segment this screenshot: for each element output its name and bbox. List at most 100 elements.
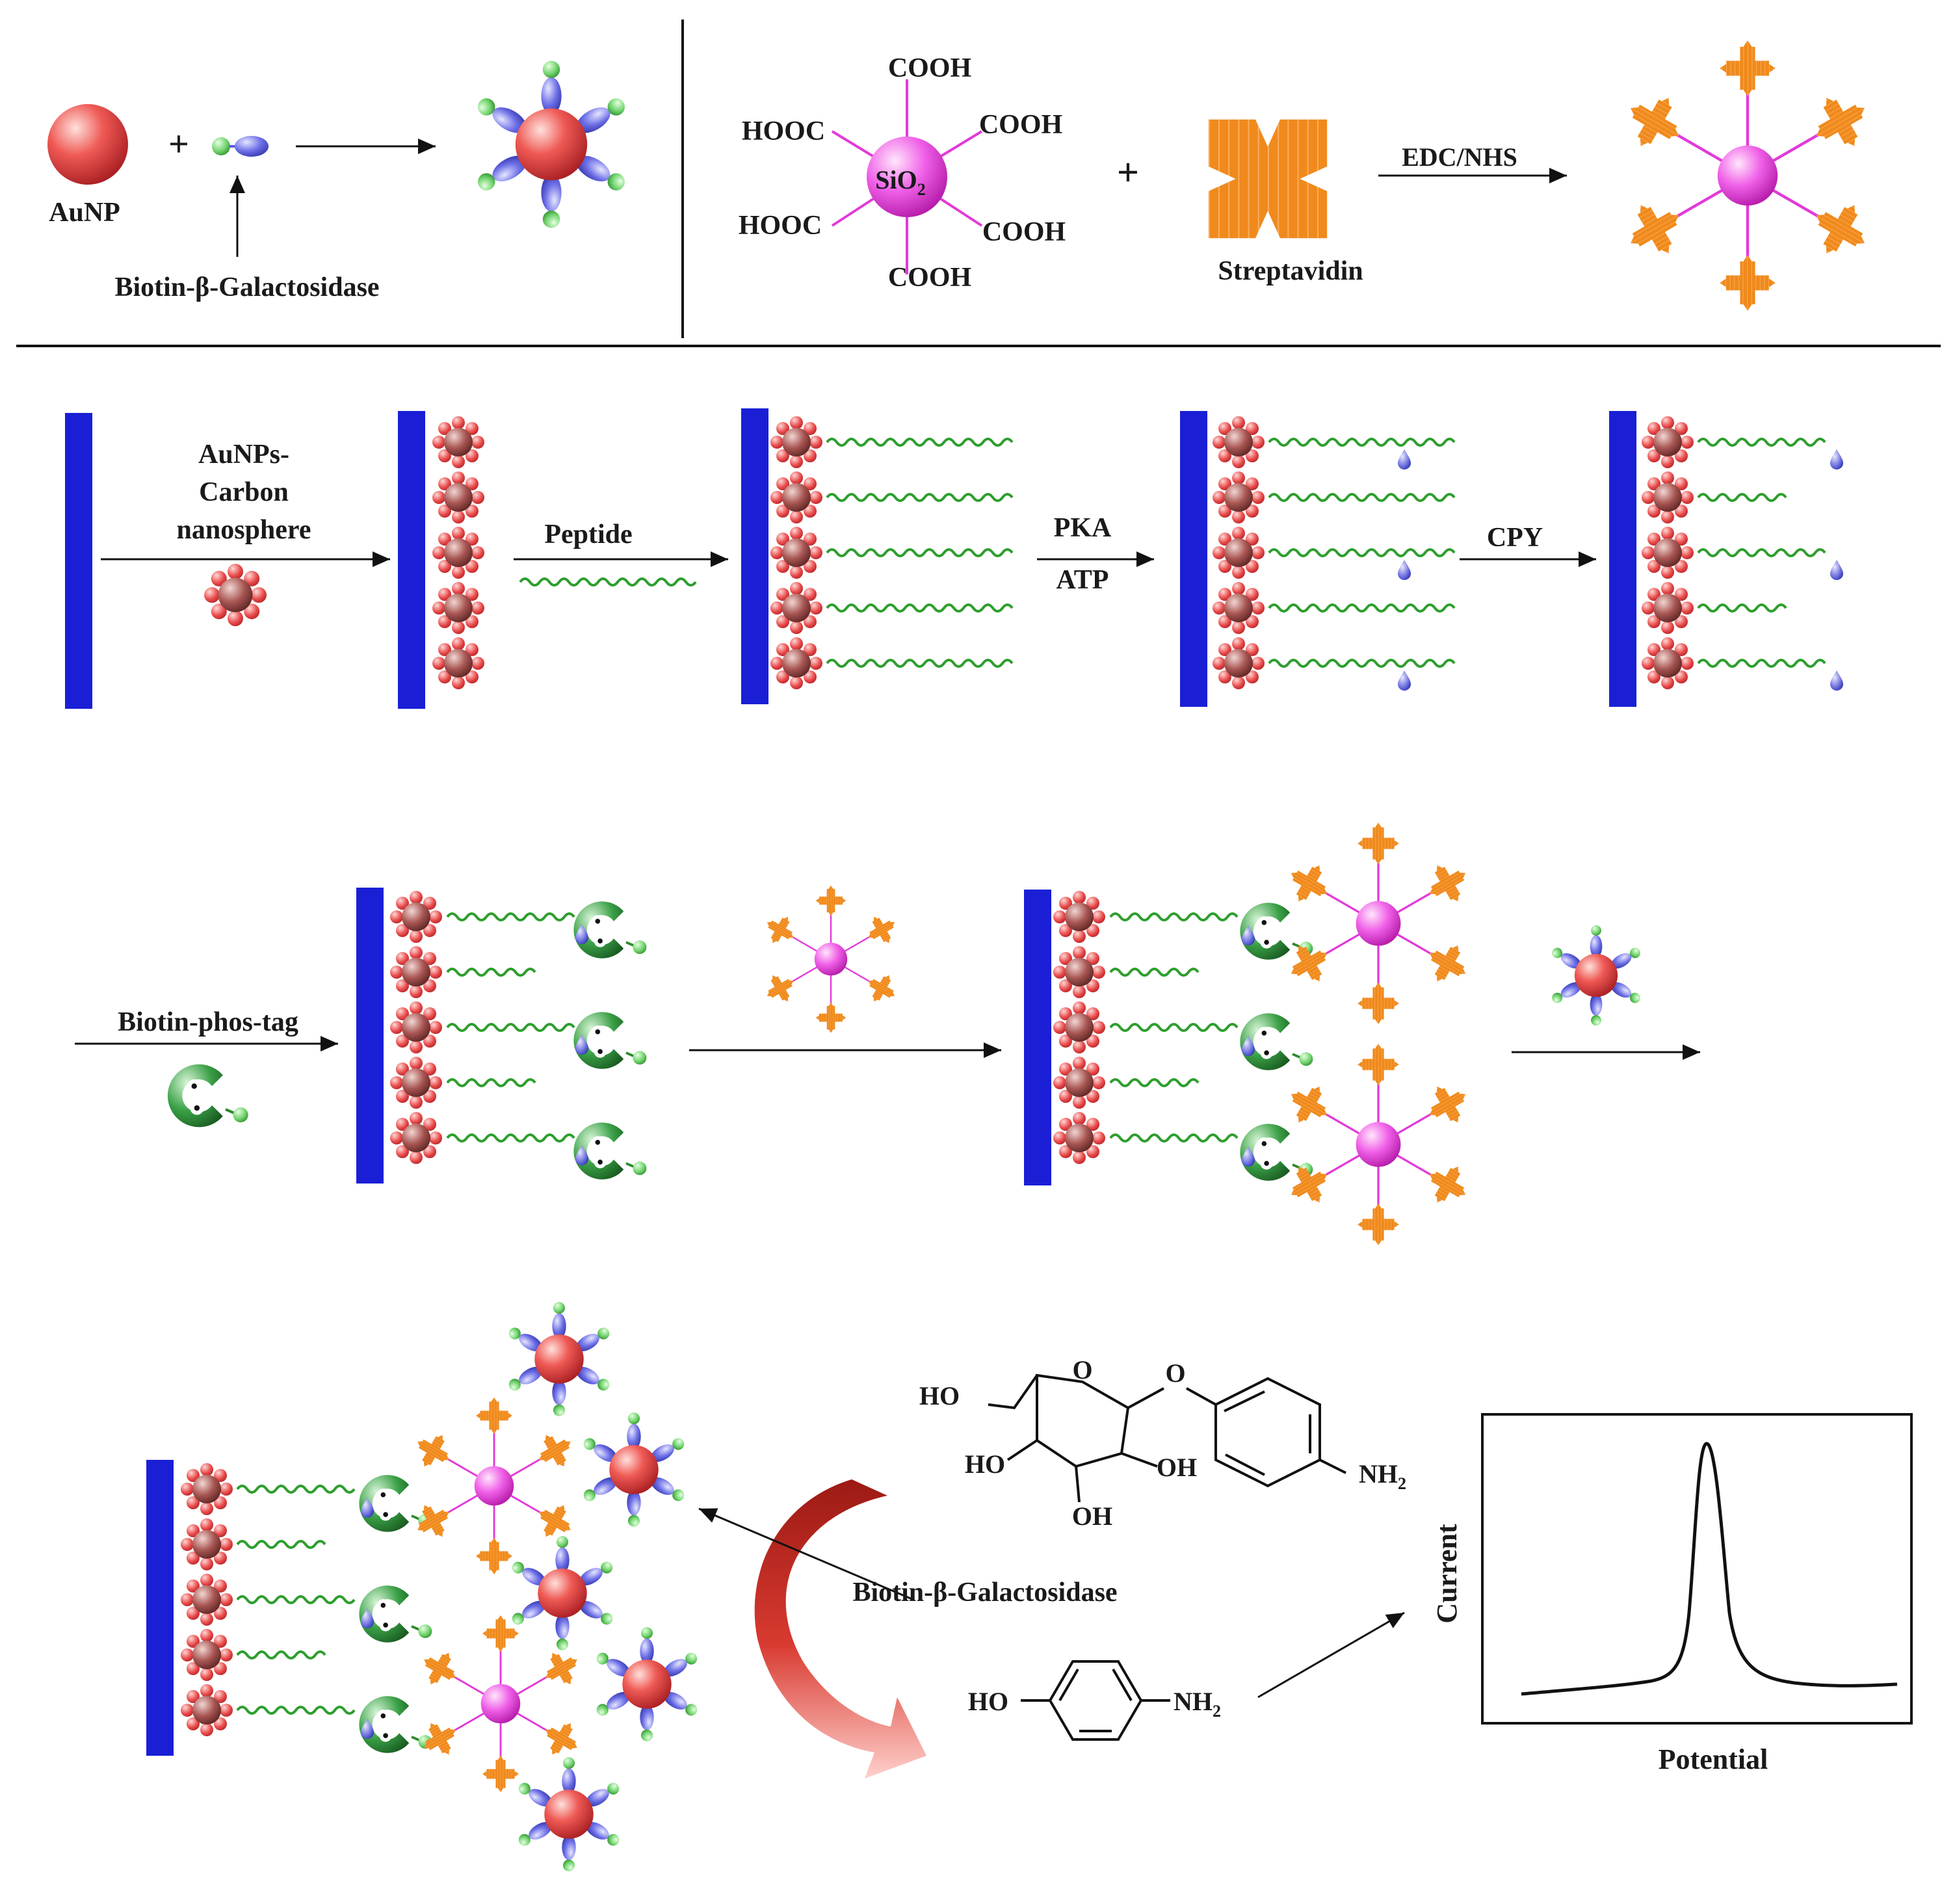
plus-sign-2: + xyxy=(1117,151,1139,194)
streptavidin-silica-nanoparticle xyxy=(408,1397,580,1574)
aunp-carbon-nanosphere xyxy=(181,1629,233,1681)
peptide-chain xyxy=(1697,548,1826,557)
peptide-chain xyxy=(1109,912,1239,921)
panel-aunp-enzyme: AuNP + Biotin-β-Galactosidase xyxy=(47,61,629,302)
aunp-carbon-nanosphere xyxy=(1642,527,1694,579)
step-peptide-label: Peptide xyxy=(544,520,632,549)
streptavidin-silica-nanoparticle xyxy=(1281,823,1476,1024)
biotin-galactosidase-label: Biotin-β-Galactosidase xyxy=(114,272,379,302)
silica-core xyxy=(867,137,947,217)
step-aunps-line2: Carbon xyxy=(199,477,289,507)
aunp-carbon-nanosphere xyxy=(390,891,442,943)
streptavidin-silica-nanoparticle xyxy=(1617,40,1879,311)
cooh-bottom: COOH xyxy=(888,263,971,293)
streptavidin-label: Streptavidin xyxy=(1218,256,1363,286)
enzyme-gold-nanoparticle xyxy=(516,1757,622,1871)
step-aunps-line1: AuNPs- xyxy=(198,440,289,469)
aunp-carbon-nanosphere xyxy=(1642,582,1694,634)
aunp-carbon-nanosphere xyxy=(390,1057,442,1109)
peptide-chain xyxy=(236,1485,356,1494)
electrode-assembly-row xyxy=(65,408,1843,709)
peptide-chain xyxy=(519,577,697,587)
peptide-chain xyxy=(826,659,1014,668)
aunp-carbon-nanosphere xyxy=(770,471,822,523)
aunp-sphere xyxy=(47,104,128,185)
peptide-chain xyxy=(1109,1078,1200,1087)
peptide-chain xyxy=(1268,659,1456,668)
sugar-ring-o: O xyxy=(1072,1355,1092,1384)
step-aunps-line3: nanosphere xyxy=(177,515,311,545)
phosphate-group xyxy=(1398,449,1411,469)
aunp-carbon-nanosphere xyxy=(1213,637,1265,689)
aunp-carbon-nanosphere xyxy=(1213,527,1265,579)
silica-label: SiO2 xyxy=(875,165,925,199)
peptide-chain xyxy=(1268,548,1456,557)
electrode xyxy=(1024,890,1051,1185)
aunp-label: AuNP xyxy=(49,198,120,228)
peptide-chain xyxy=(446,1023,575,1032)
product-structure xyxy=(1021,1660,1170,1741)
enzyme-gold-nanoparticle xyxy=(581,1412,687,1526)
sugar-ho: HO xyxy=(919,1381,960,1410)
phosphate-group xyxy=(1398,670,1411,691)
aunp-carbon-nanosphere xyxy=(1053,1112,1105,1164)
enzyme-gold-nanoparticle xyxy=(1550,925,1643,1025)
peptide-chain xyxy=(446,968,536,977)
product-ho: HO xyxy=(968,1687,1008,1716)
peptide-chain xyxy=(826,438,1014,447)
electrode xyxy=(146,1460,174,1756)
streptavidin-symbol xyxy=(1208,119,1328,239)
cooh-right-up: COOH xyxy=(979,110,1062,140)
phosphate-group xyxy=(1830,449,1843,469)
aunp-carbon-nanosphere xyxy=(770,416,822,468)
peptide-chain xyxy=(1697,603,1787,613)
aunp-carbon-nanosphere xyxy=(1053,1057,1105,1109)
phosphate-group xyxy=(1398,560,1411,580)
product-to-signal-arrow xyxy=(1257,1611,1405,1699)
aunp-carbon-nanosphere xyxy=(770,527,822,579)
peptide-chain xyxy=(1109,968,1200,977)
signal-amplification-row xyxy=(146,1302,700,1871)
aunp-carbon-nanosphere xyxy=(390,1112,442,1164)
peptide-chain xyxy=(236,1650,326,1659)
signal-plot: Potential Current xyxy=(1431,1413,1913,1775)
product-nh2: NH2 xyxy=(1174,1687,1221,1721)
electrode xyxy=(398,411,425,709)
phos-tag-row xyxy=(75,823,1700,1245)
peptide-chain xyxy=(446,912,575,921)
hooc-left-down: HOOC xyxy=(739,211,822,241)
peptide-chain xyxy=(1697,659,1826,668)
aunp-carbon-nanosphere xyxy=(770,637,822,689)
electrode xyxy=(1609,411,1636,707)
aunp-carbon-nanosphere xyxy=(181,1574,233,1626)
peptide-chain xyxy=(826,548,1014,557)
plot-ylabel: Current xyxy=(1431,1524,1463,1624)
streptavidin-silica-nanoparticle xyxy=(1281,1044,1476,1245)
aunp-carbon-nanosphere xyxy=(181,1463,233,1515)
aunp-carbon-nanosphere xyxy=(432,471,484,523)
step-biotin-phos-tag-label: Biotin-phos-tag xyxy=(118,1007,298,1037)
peptide-chain xyxy=(1697,438,1826,447)
peptide-chain xyxy=(1697,493,1787,502)
aunp-carbon-nanosphere xyxy=(432,637,484,689)
aunp-carbon-nanosphere xyxy=(1053,1001,1105,1053)
enzymatic-conversion-arrow xyxy=(754,1479,926,1778)
aunp-carbon-nanosphere xyxy=(390,946,442,998)
sugar-link-o: O xyxy=(1165,1358,1185,1388)
peptide-chain xyxy=(446,1133,575,1143)
aunp-carbon-nanosphere xyxy=(181,1518,233,1570)
aunp-carbon-nanosphere xyxy=(770,582,822,634)
biotin-enzyme-conjugate xyxy=(212,136,269,157)
hooc-left-up: HOOC xyxy=(742,116,825,146)
peptide-chain xyxy=(826,493,1014,502)
aunp-carbon-nanosphere xyxy=(1213,416,1265,468)
enzyme-gold-nanoparticle xyxy=(506,1302,612,1416)
aunp-carbon-nanosphere xyxy=(1642,471,1694,523)
peptide-chain xyxy=(446,1078,536,1087)
aunp-carbon-nanosphere xyxy=(1642,637,1694,689)
enzyme-pointer-arrow xyxy=(698,1507,914,1601)
substrate-structure xyxy=(988,1373,1346,1503)
electrode xyxy=(741,408,768,704)
